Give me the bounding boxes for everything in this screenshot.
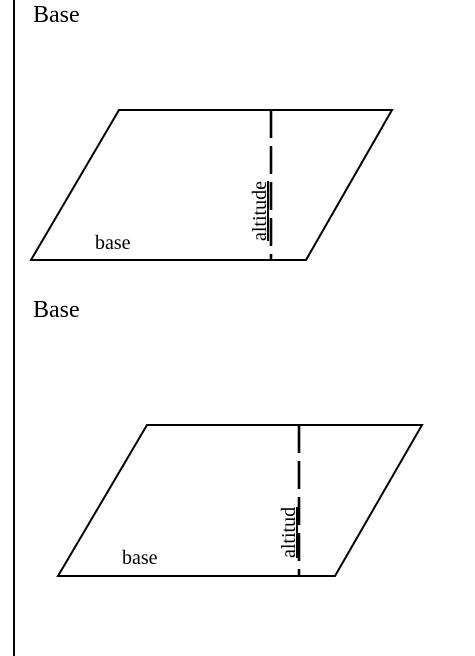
left-border-line <box>13 0 15 656</box>
parallelogram-shape-1 <box>29 109 394 261</box>
base-label-2: base <box>122 547 158 569</box>
section-2-title: Base <box>33 297 80 323</box>
parallelogram-diagram-1: base altitude <box>29 109 394 261</box>
base-label-1: base <box>95 232 131 254</box>
section-1-title: Base <box>33 2 80 28</box>
parallelogram-shape-2 <box>56 424 424 577</box>
parallelogram-diagram-2: base altitud <box>56 424 424 577</box>
altitude-label-1: altitude <box>249 181 271 241</box>
altitude-label-2: altitud <box>278 507 300 558</box>
